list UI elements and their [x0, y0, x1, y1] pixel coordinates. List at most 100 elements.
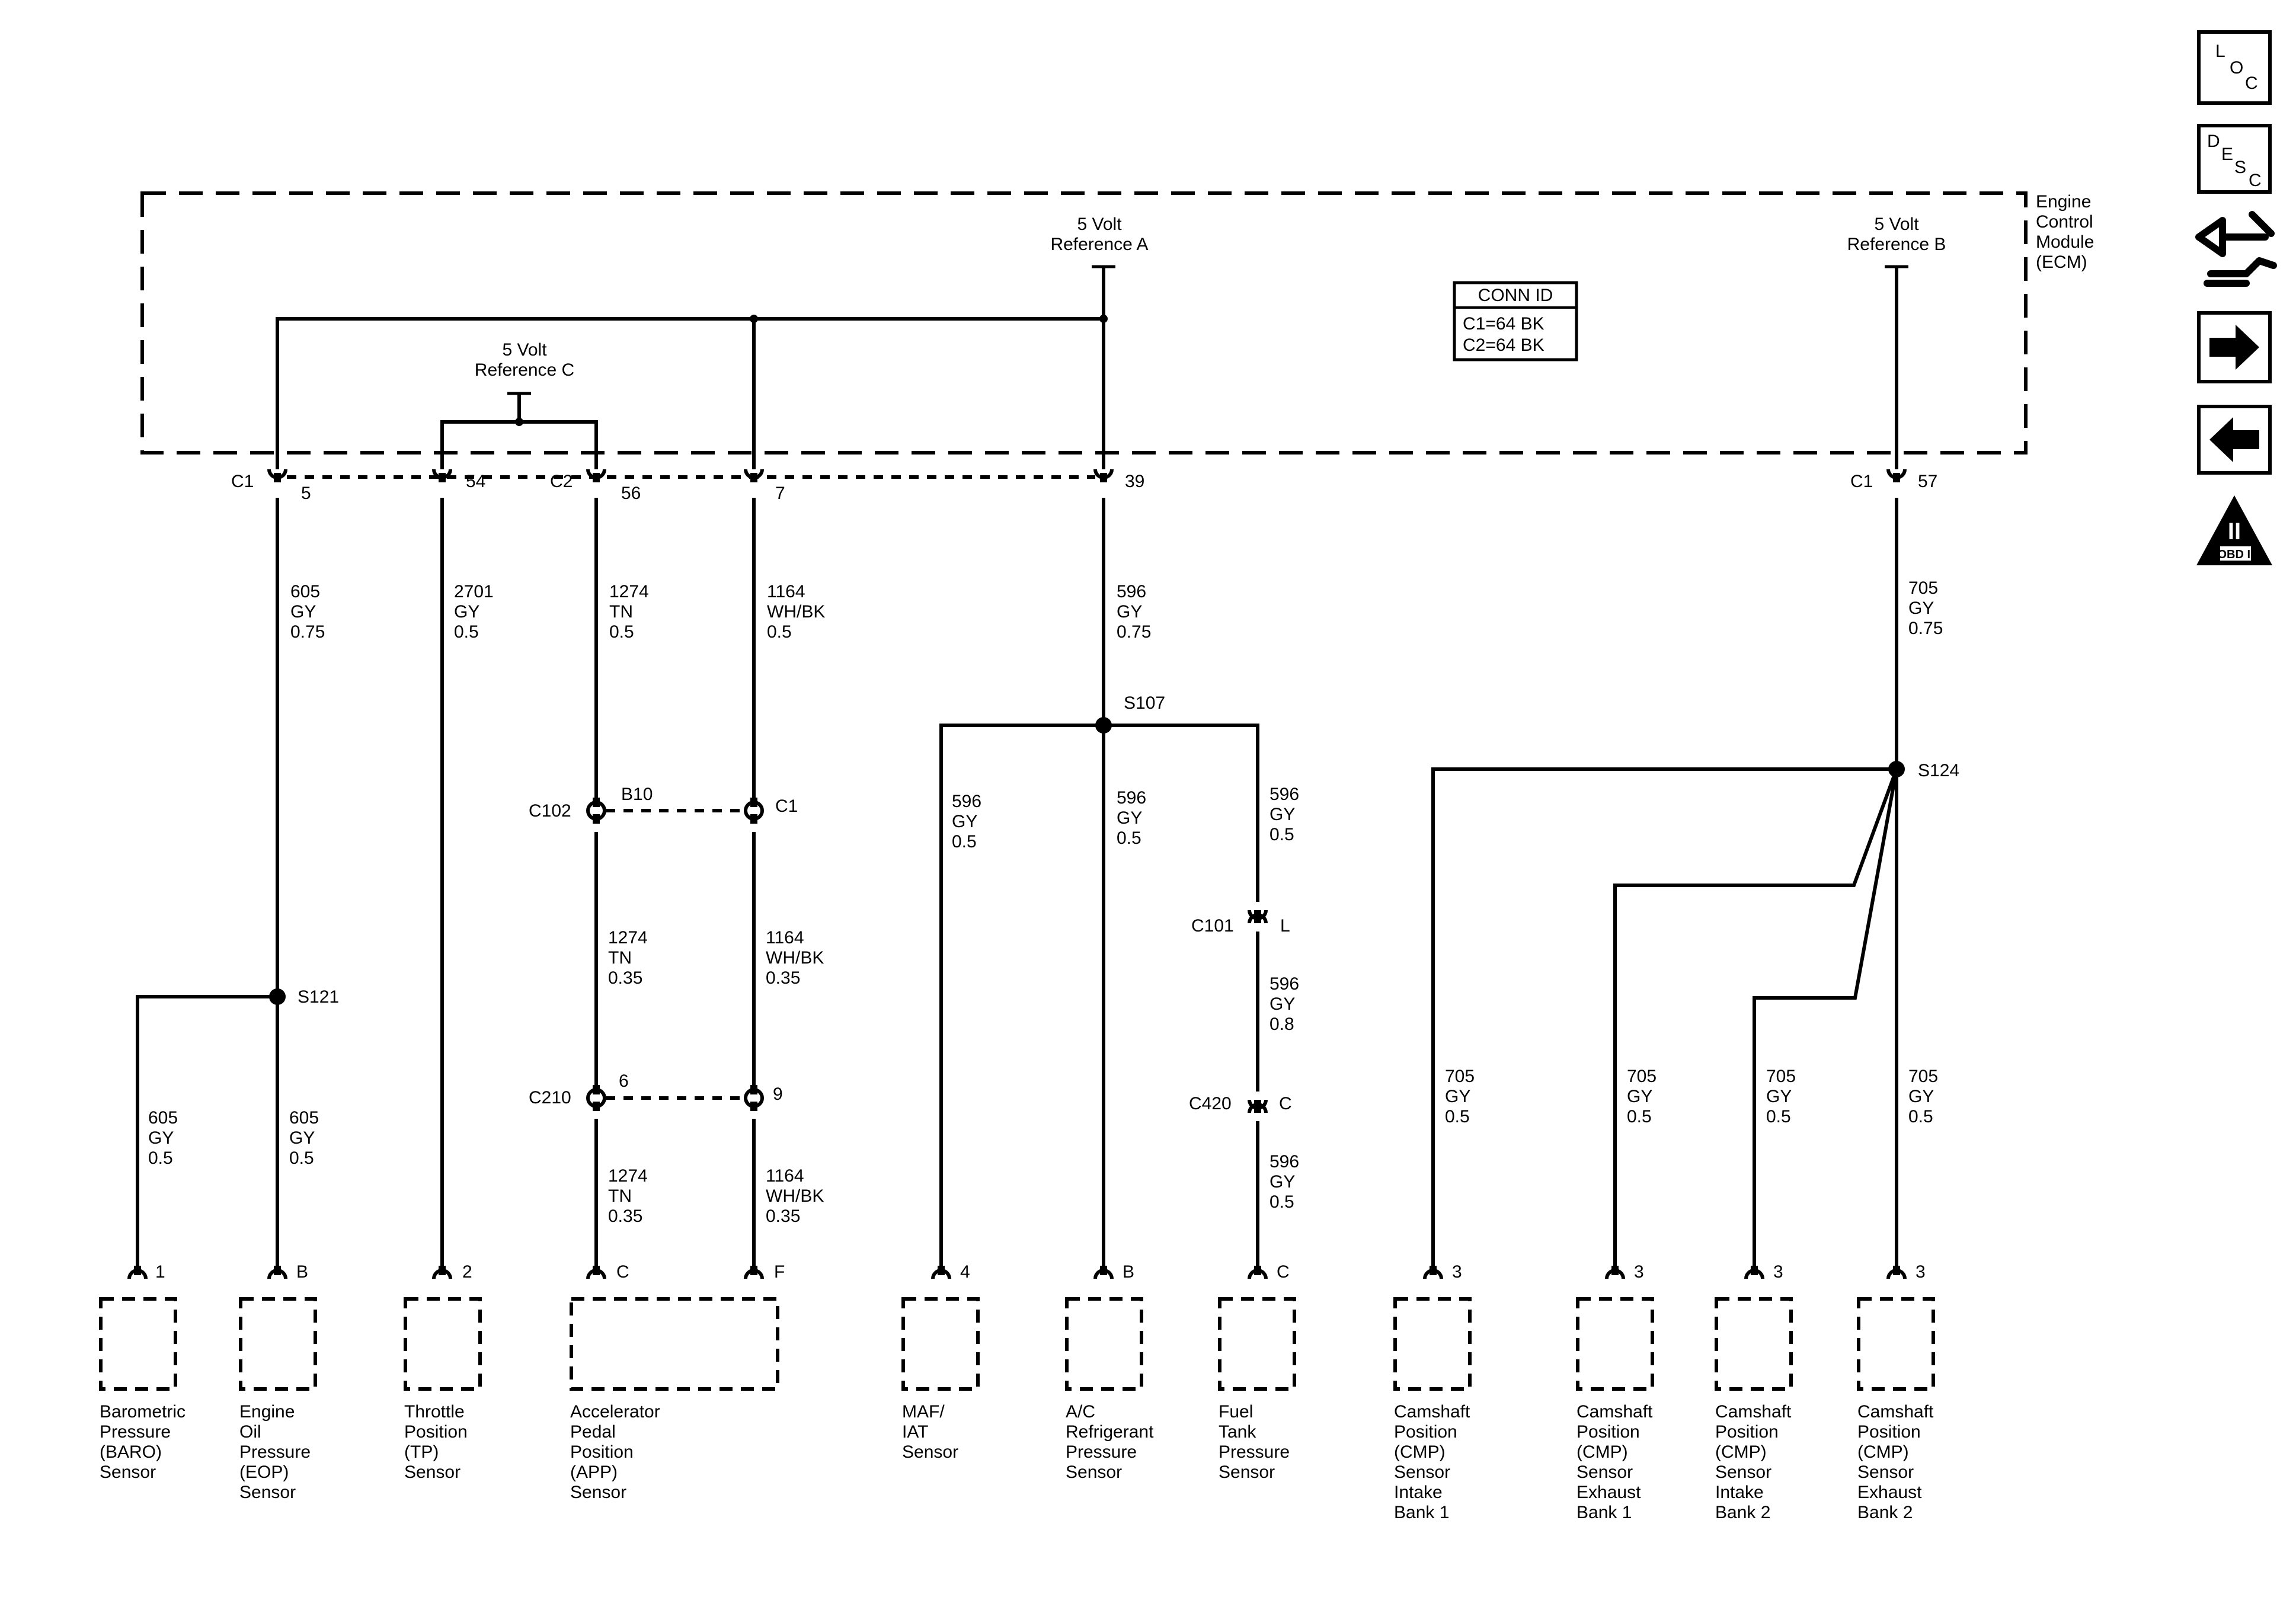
s121-label: S121: [298, 987, 339, 1007]
sensor-box-cmp-in1: [1393, 1297, 1472, 1391]
pin-maf: 4: [960, 1262, 970, 1282]
obd-ii-button[interactable]: II OBD II: [2196, 495, 2272, 565]
c210-label: C210: [529, 1088, 571, 1108]
sensor-box-cmp-ex2: [1857, 1297, 1935, 1391]
sensor-box-app: [570, 1297, 779, 1391]
connector-wrench-icon[interactable]: [2195, 211, 2277, 287]
pin-app-f: F: [774, 1262, 785, 1282]
ecm-pin-7: 7: [775, 484, 785, 503]
sensor-box-baro: [99, 1297, 177, 1391]
sensor-boxes: [99, 1297, 1935, 1391]
desc-letter-c: C: [2249, 171, 2262, 190]
ecm-pin-5: 5: [301, 484, 311, 503]
splice-points: [269, 315, 1905, 1005]
junction-ecm-7: [750, 315, 758, 323]
sensor-pin-labels: 1 B 2 C F 4 B C 3 3 3 3: [155, 1262, 1926, 1282]
pin-cmp-2: 3: [1634, 1262, 1644, 1282]
description-button[interactable]: D E S C: [2197, 124, 2272, 194]
loc-letter-l: L: [2215, 41, 2225, 61]
pin-ac: B: [1123, 1262, 1134, 1282]
next-page-button[interactable]: [2197, 311, 2272, 383]
ecm-c1b-label: C1: [1850, 472, 1873, 491]
pin-c-inline-label: C: [1279, 1094, 1292, 1113]
ecm-pin-56: 56: [621, 484, 641, 503]
loc-letter-c: C: [2245, 73, 2258, 93]
obd-numeral: II: [2228, 518, 2241, 545]
c102-label: C102: [529, 801, 571, 821]
sensor-box-cmp-in2: [1715, 1297, 1793, 1391]
ecm-pin-57: 57: [1918, 472, 1937, 491]
wiring: [136, 265, 1908, 1270]
previous-page-button[interactable]: [2197, 405, 2272, 475]
conn-id-c2: C2=64 BK: [1463, 335, 1544, 355]
inline-connectors: [588, 798, 1266, 1113]
desc-letter-s: S: [2234, 158, 2246, 177]
pin-tp: 2: [462, 1262, 472, 1282]
splice-s121: [269, 988, 286, 1005]
junction-ecm-39: [1099, 315, 1108, 323]
desc-letter-e: E: [2221, 145, 2233, 164]
desc-letter-d: D: [2207, 132, 2220, 151]
conn-id-box: CONN ID C1=64 BK C2=64 BK: [1453, 281, 1578, 361]
pin-9-label: 9: [773, 1084, 783, 1104]
ecm-c1-label: C1: [231, 472, 254, 491]
ecm-pin-54: 54: [466, 472, 485, 491]
loc-letter-o: O: [2230, 58, 2243, 78]
pin-cmp-3: 3: [1773, 1262, 1783, 1282]
splice-s124: [1888, 761, 1905, 777]
pin-eop: B: [296, 1262, 308, 1282]
sensor-box-ac: [1065, 1297, 1143, 1391]
junction-refc: [515, 418, 523, 426]
s124-label: S124: [1918, 761, 1959, 780]
arrow-right-icon: [2209, 325, 2259, 370]
c420-label: C420: [1189, 1094, 1232, 1113]
s107-label: S107: [1124, 693, 1165, 713]
arrow-left-icon: [2209, 417, 2259, 462]
c1-inline-label: C1: [775, 796, 798, 816]
sensor-box-tp: [404, 1297, 482, 1391]
location-button[interactable]: L O C: [2197, 30, 2272, 105]
sensor-box-eop: [239, 1297, 317, 1391]
sensor-box-fuel: [1218, 1297, 1296, 1391]
splice-s107: [1095, 717, 1112, 734]
pin-fuel: C: [1277, 1262, 1290, 1282]
conn-id-c1: C1=64 BK: [1463, 314, 1544, 334]
pin-cmp-1: 3: [1452, 1262, 1462, 1282]
pin-l-label: L: [1280, 916, 1290, 936]
pin-cmp-4: 3: [1916, 1262, 1926, 1282]
c101-label: C101: [1191, 916, 1234, 936]
pin-6-label: 6: [619, 1071, 629, 1091]
